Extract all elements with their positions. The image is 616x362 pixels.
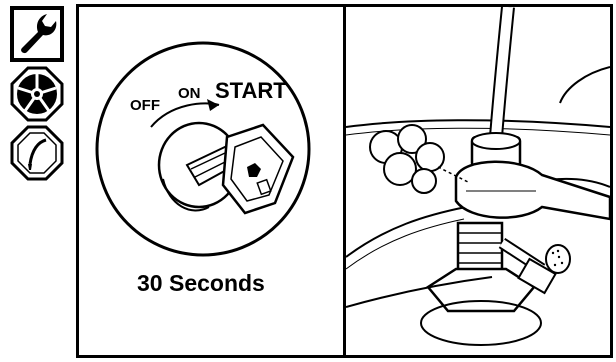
ignition-illustration (79, 7, 343, 355)
stop-sign-hose-icon (8, 124, 66, 182)
switch-label-off: OFF (130, 97, 160, 114)
switch-label-start: START (215, 78, 287, 104)
fitting-illustration (346, 7, 610, 355)
tire-rotation-icon (8, 66, 66, 124)
duration-caption: 30 Seconds (137, 270, 265, 297)
fitting-panel (343, 4, 613, 358)
ignition-panel: OFF ON START 30 Seconds (76, 4, 346, 358)
switch-label-on: ON (178, 85, 201, 102)
sidebar (0, 0, 76, 362)
wrench-icon (8, 4, 66, 62)
